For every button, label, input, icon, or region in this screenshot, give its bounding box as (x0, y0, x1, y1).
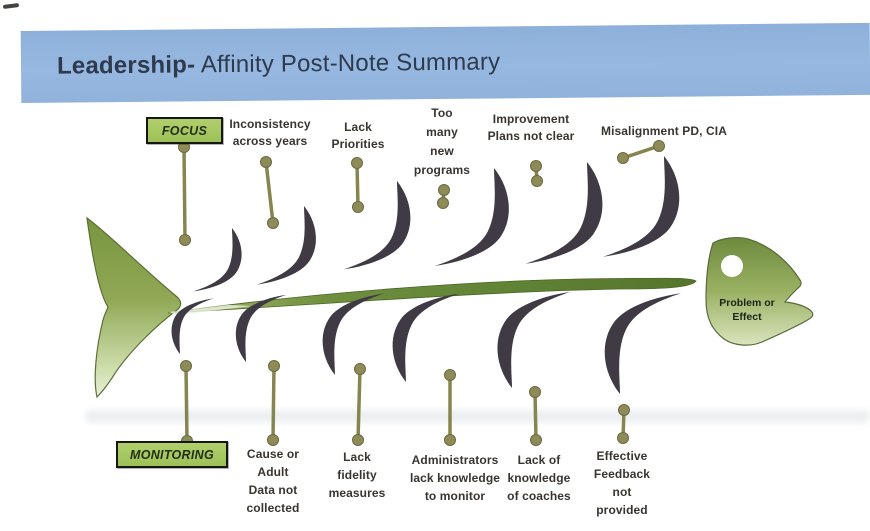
cause-label-top: Lack Priorities (331, 120, 385, 151)
fish-spine (167, 277, 697, 314)
pin-connector-bottom (444, 369, 456, 446)
category-label-monitoring: MONITORING (129, 447, 215, 462)
cause-label-top: Inconsistency across years (229, 117, 311, 148)
fish-head (705, 237, 814, 346)
fish-tail (86, 216, 182, 399)
pin-connector-monitoring (180, 360, 193, 447)
fish-rib-top (434, 168, 509, 266)
pin-connector-bottom (267, 360, 280, 446)
pin-connector-bottom (352, 363, 366, 446)
pin-connector-bottom (529, 386, 542, 446)
fish-rib-top (603, 156, 680, 257)
cause-label-top: Too many new programs (413, 106, 471, 177)
fish-rib-top (256, 206, 316, 285)
cause-label-bottom: Cause or Adult Data not collected (246, 447, 300, 515)
fish-rib-bottom (604, 293, 681, 394)
cause-label-bottom: Effective Feedback not provided (593, 449, 651, 517)
scan-artifact-band (85, 410, 870, 423)
fish-eye-icon (721, 255, 743, 277)
pin-connector-top (617, 140, 665, 164)
pin-connector-top (437, 184, 450, 209)
fish-rib-bottom (322, 293, 385, 375)
fish-rib-bottom (392, 293, 460, 382)
cause-label-top: Misalignment PD, CIA (600, 124, 727, 138)
pin-connector-focus (178, 141, 191, 246)
pin-connector-bottom (617, 404, 630, 444)
pin-connector-top (530, 160, 543, 187)
category-box-focus: FOCUS (146, 117, 223, 144)
pin-connector-top (351, 157, 364, 213)
fish-spine-highlight (169, 305, 252, 315)
cause-label-bottom: Administrators lack knowledge to monitor (409, 453, 501, 503)
category-label-focus: FOCUS (161, 123, 208, 138)
cause-label-top: Improvement Plans not clear (487, 112, 575, 143)
pin-connector-top (260, 156, 279, 229)
head-label: Problem or Effect (719, 297, 775, 323)
category-box-monitoring: MONITORING (116, 441, 228, 468)
fish-rib-top (343, 181, 411, 270)
fish-rib-top (193, 228, 242, 292)
fish-rib-bottom (497, 292, 570, 388)
cause-label-bottom: Lack of knowledge of coaches (507, 453, 571, 503)
cause-label-bottom: Lack fidelity measures (328, 450, 386, 500)
